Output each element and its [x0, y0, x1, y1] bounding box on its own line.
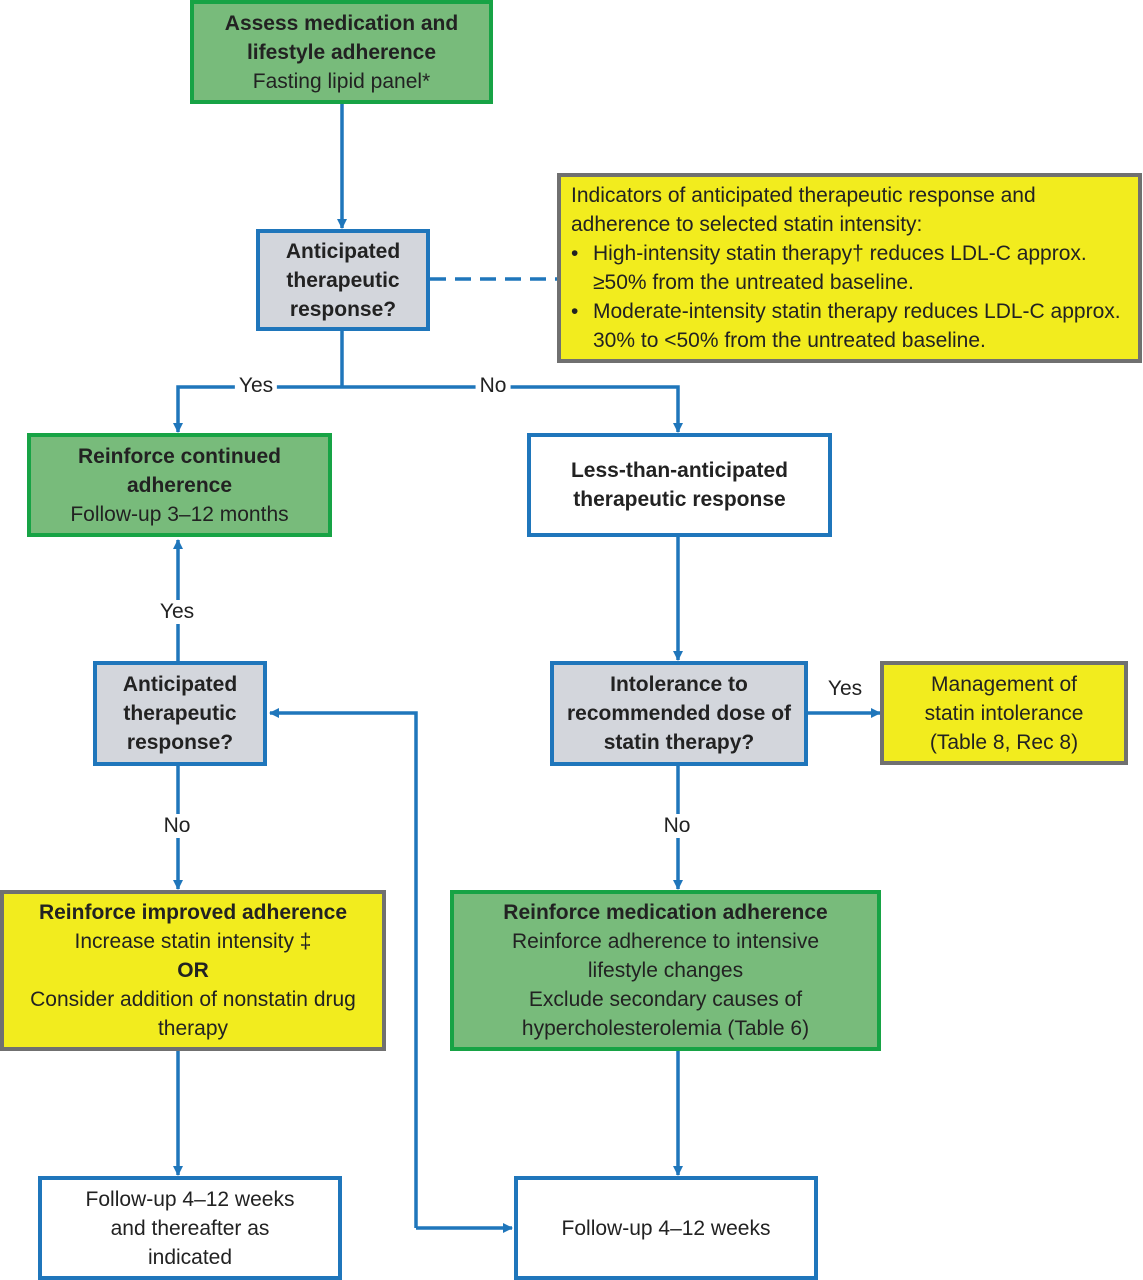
node-anticipated-response-left: Anticipated therapeutic response? [93, 661, 267, 766]
node-followup-left-line3: indicated [147, 1245, 233, 1269]
node-reinforce-medication-line1: Reinforce adherence to intensive lifesty… [511, 930, 820, 982]
node-intolerance-title: Intolerance to recommended dose of stati… [566, 673, 792, 754]
node-indicators-intro: Indicators of anticipated therapeutic re… [571, 184, 1036, 236]
bullet-text: Moderate-intensity statin therapy reduce… [593, 300, 1121, 352]
node-anticipated-top-title: Anticipated therapeutic response? [285, 239, 401, 321]
node-followup-left: Follow-up 4–12 weeks and thereafter as i… [38, 1176, 342, 1280]
node-intolerance: Intolerance to recommended dose of stati… [550, 661, 808, 766]
label-top-yes: Yes [234, 374, 278, 398]
label-intolerance-no: No [659, 814, 695, 838]
node-reinforce-medication: Reinforce medication adherence Reinforce… [450, 890, 881, 1051]
node-reinforce-continued-sub: Follow-up 3–12 months [70, 502, 289, 526]
node-reinforce-improved: Reinforce improved adherence Increase st… [0, 890, 386, 1051]
node-indicators: Indicators of anticipated therapeutic re… [557, 173, 1142, 363]
node-followup-left-line2: and thereafter as [110, 1216, 270, 1240]
node-less-than-anticipated: Less-than-anticipated therapeutic respon… [527, 433, 832, 537]
label-left-yes: Yes [155, 600, 199, 624]
node-anticipated-response-top: Anticipated therapeutic response? [256, 229, 430, 331]
node-reinforce-improved-line2: Consider addition of nonstatin drug ther… [30, 988, 356, 1040]
node-assess-adherence: Assess medication and lifestyle adherenc… [190, 0, 493, 104]
node-management-intolerance: Management of statin intolerance (Table … [880, 661, 1128, 765]
label-top-no: No [475, 374, 511, 398]
node-management-line3: (Table 8, Rec 8) [929, 730, 1079, 754]
edge-loop-to-anticipated-left [269, 708, 418, 1228]
bullet-text: High-intensity statin therapy† reduces L… [593, 242, 1087, 294]
node-followup-right: Follow-up 4–12 weeks [514, 1176, 818, 1280]
node-followup-right-text: Follow-up 4–12 weeks [561, 1216, 771, 1240]
edge-yes-to-reinforce-continued [173, 385, 342, 433]
node-reinforce-improved-title: Reinforce improved adherence [38, 901, 348, 924]
node-followup-left-line1: Follow-up 4–12 weeks [85, 1187, 295, 1211]
node-anticipated-left-title: Anticipated therapeutic response? [122, 673, 238, 754]
bullet-dot: • [571, 300, 579, 323]
label-left-no: No [159, 814, 195, 838]
node-reinforce-continued-title: Reinforce continued adherence [77, 444, 282, 497]
node-assess-title: Assess medication and lifestyle adherenc… [224, 11, 459, 64]
node-management-line1: Management of [931, 672, 1077, 696]
node-reinforce-continued: Reinforce continued adherence Follow-up … [27, 433, 332, 537]
node-assess-sub: Fasting lipid panel* [252, 69, 431, 93]
node-indicators-bullet-1: • High-intensity statin therapy† reduces… [571, 239, 1128, 297]
node-indicators-bullet-2: • Moderate-intensity statin therapy redu… [571, 297, 1128, 355]
edge-no-to-less-than [342, 385, 683, 433]
node-less-than-title: Less-than-anticipated therapeutic respon… [570, 459, 789, 511]
bullet-dot: • [571, 242, 579, 265]
node-reinforce-improved-line1: Increase statin intensity ‡ [74, 930, 312, 953]
node-management-line2: statin intolerance [924, 701, 1084, 725]
node-reinforce-medication-line2: Exclude secondary causes of hypercholest… [521, 988, 810, 1040]
node-reinforce-medication-title: Reinforce medication adherence [503, 901, 828, 924]
label-intolerance-yes: Yes [827, 677, 863, 700]
node-reinforce-improved-or: OR [177, 959, 209, 982]
